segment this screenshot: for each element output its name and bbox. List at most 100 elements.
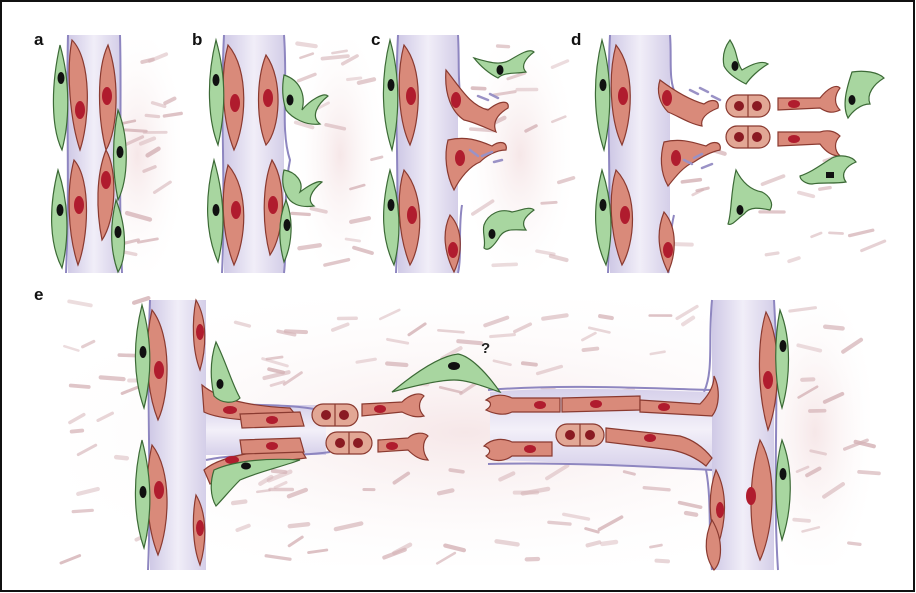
endothelial-nucleus xyxy=(716,502,724,518)
matrix-fiber xyxy=(73,510,92,511)
matrix-fiber xyxy=(493,264,516,265)
matrix-fiber xyxy=(584,349,598,351)
endothelial-nucleus xyxy=(407,206,417,224)
pericyte-nucleus xyxy=(140,346,147,358)
endothelial-nucleus xyxy=(618,87,628,105)
endothelial-nucleus xyxy=(230,94,240,112)
matrix-fiber xyxy=(542,202,556,203)
matrix-fiber xyxy=(146,115,158,116)
pericyte-nucleus xyxy=(57,204,64,216)
matrix-fiber xyxy=(125,130,146,131)
matrix-fiber xyxy=(290,524,309,526)
pericyte-nucleus xyxy=(217,379,224,389)
matrix-fiber xyxy=(849,543,860,544)
matrix-fiber xyxy=(257,490,269,492)
matrix-fiber xyxy=(498,46,509,47)
endothelial-nucleus xyxy=(102,87,112,105)
matrix-fiber xyxy=(644,488,669,490)
matrix-fiber xyxy=(72,431,83,432)
matrix-fiber xyxy=(825,327,842,329)
matrix-fiber xyxy=(297,44,315,47)
endothelial-nucleus xyxy=(154,481,164,499)
matrix-fiber xyxy=(71,386,89,388)
endothelial-nucleus xyxy=(101,171,111,189)
matrix-fiber xyxy=(657,561,669,562)
endothelial-nucleus xyxy=(75,101,85,119)
pericyte-nucleus xyxy=(780,468,787,480)
endothelial-nucleus xyxy=(451,92,461,108)
endothelial-nucleus xyxy=(455,150,465,166)
pericyte-nucleus xyxy=(140,486,147,498)
matrix-fiber xyxy=(346,239,360,241)
endothelial-nucleus xyxy=(266,442,278,450)
endothelial-nucleus xyxy=(386,442,398,450)
dividing-cell xyxy=(312,404,358,426)
endothelial-nucleus xyxy=(524,445,536,453)
endothelial-nucleus xyxy=(763,371,773,389)
endothelial-nucleus xyxy=(788,135,800,143)
pericyte-nucleus xyxy=(388,199,395,211)
matrix-fiber xyxy=(348,78,361,80)
pericyte-nucleus xyxy=(117,146,124,158)
panel-label-e: e xyxy=(34,285,43,305)
matrix-fiber xyxy=(794,520,809,521)
matrix-fiber xyxy=(682,180,700,182)
endothelial-nucleus xyxy=(644,434,656,442)
matrix-fiber xyxy=(602,542,616,544)
matrix-fiber xyxy=(450,470,463,472)
pericyte-nucleus xyxy=(826,172,834,178)
matrix-fiber xyxy=(473,88,485,89)
pericyte-nucleus xyxy=(213,204,220,216)
panel-label-b: b xyxy=(192,30,202,50)
endothelial-nucleus xyxy=(196,324,204,340)
dividing-cell xyxy=(726,95,770,117)
matrix-fiber xyxy=(820,188,830,190)
matrix-fiber xyxy=(387,364,406,366)
matrix-fiber xyxy=(142,60,153,63)
pericyte-nucleus xyxy=(448,362,460,370)
pericyte-nucleus xyxy=(497,65,504,75)
endothelial-nucleus xyxy=(620,206,630,224)
endothelial-nucleus xyxy=(74,196,84,214)
matrix-fiber xyxy=(299,245,319,248)
dividing-cell xyxy=(726,126,770,148)
question-mark-annotation: ? xyxy=(481,340,490,357)
pericyte-nucleus xyxy=(849,95,856,105)
matrix-fiber xyxy=(829,233,842,234)
endothelial-nucleus xyxy=(662,90,672,106)
endothelial-nucleus xyxy=(534,401,546,409)
matrix-fiber xyxy=(859,472,879,474)
pericyte-nucleus xyxy=(600,199,607,211)
matrix-fiber xyxy=(675,244,692,245)
pericyte-nucleus xyxy=(388,79,395,91)
matrix-fiber xyxy=(273,471,286,472)
pericyte-nucleus xyxy=(737,205,744,215)
pericyte-nucleus xyxy=(287,95,294,106)
endothelial-nucleus xyxy=(658,403,670,411)
matrix-fiber xyxy=(101,377,124,379)
matrix-fiber xyxy=(766,253,778,255)
matrix-fiber xyxy=(116,457,127,458)
endothelial-nucleus xyxy=(196,520,204,536)
endothelial-nucleus xyxy=(231,201,241,219)
endothelial-nucleus xyxy=(263,89,273,107)
endothelial-nucleus xyxy=(788,100,800,108)
matrix-fiber xyxy=(497,541,518,544)
pericyte-nucleus xyxy=(115,226,122,238)
endothelial-nucleus xyxy=(448,242,458,258)
matrix-fiber xyxy=(651,545,662,547)
matrix-fiber xyxy=(802,379,813,380)
pericyte-nucleus xyxy=(732,61,739,71)
pericyte-nucleus xyxy=(284,219,291,231)
panel-label-c: c xyxy=(371,30,380,50)
endothelial-nucleus xyxy=(266,416,278,424)
pericyte-nucleus xyxy=(780,340,787,352)
panel-label-a: a xyxy=(34,30,43,50)
endothelial-cell xyxy=(486,395,560,414)
panel-label-d: d xyxy=(571,30,581,50)
matrix-fiber xyxy=(549,522,570,524)
matrix-fiber xyxy=(292,213,309,214)
matrix-fiber xyxy=(439,490,452,493)
endothelial-nucleus xyxy=(746,487,756,505)
